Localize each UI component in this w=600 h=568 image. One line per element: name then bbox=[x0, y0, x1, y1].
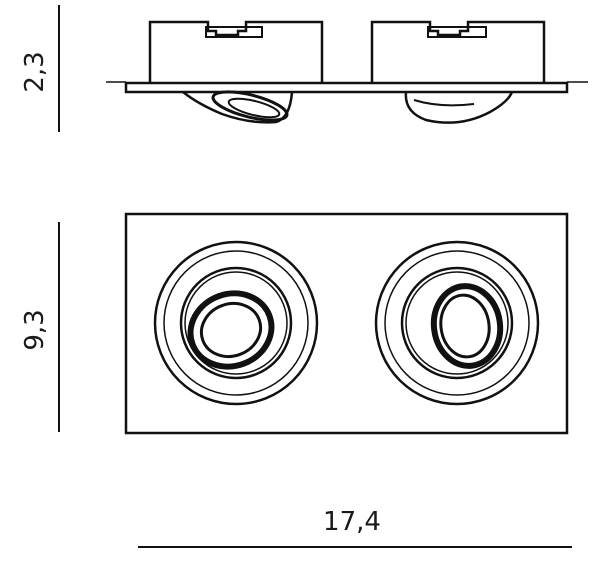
top-view: 9,3 bbox=[20, 212, 569, 435]
left-lamp-side bbox=[182, 90, 294, 124]
side-height-label: 2,3 bbox=[20, 51, 50, 92]
left-spotlight bbox=[153, 240, 319, 406]
width-label: 17,4 bbox=[323, 507, 381, 537]
top-height-label: 9,3 bbox=[20, 309, 50, 350]
width-dimension: 17,4 bbox=[138, 507, 572, 548]
faceplate bbox=[124, 212, 569, 435]
right-lamp-side bbox=[404, 91, 514, 124]
right-housing bbox=[370, 20, 546, 83]
side-view: 2,3 bbox=[20, 5, 588, 132]
mounting-flange bbox=[124, 81, 569, 94]
left-housing bbox=[148, 20, 324, 83]
right-housing-notch bbox=[427, 26, 487, 38]
right-spotlight bbox=[374, 240, 540, 406]
left-housing-notch bbox=[205, 26, 263, 38]
